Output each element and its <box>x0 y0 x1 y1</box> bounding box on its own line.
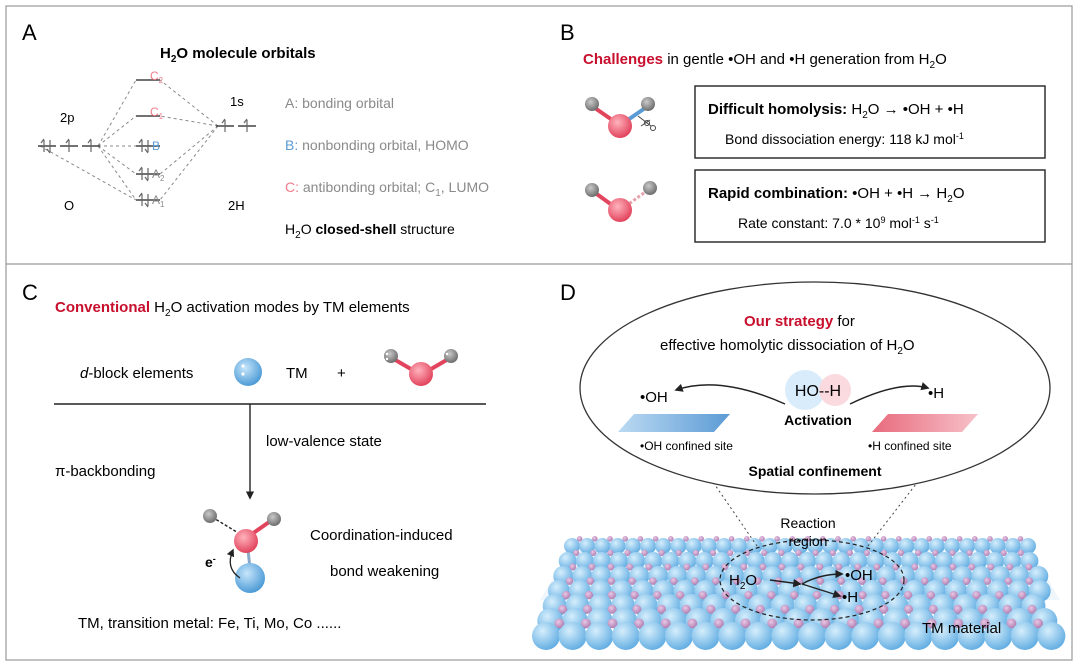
electron-label: e- <box>205 554 216 570</box>
h-radical-label: •H <box>928 385 944 402</box>
oh-site-label: •OH confined site <box>640 439 733 453</box>
oh-confined-site <box>618 414 730 432</box>
panel-c-letter: C <box>22 280 38 305</box>
scissors-icon <box>637 115 656 131</box>
product-oh: •OH <box>845 567 873 584</box>
label-2p: 2p <box>60 110 74 125</box>
title-h: H <box>160 45 171 62</box>
orbital-a2: A2 <box>152 167 165 183</box>
arrow-to-oh-1 <box>769 578 802 588</box>
h2o-reactant: H2O <box>729 572 757 592</box>
ho-halo <box>785 370 825 410</box>
arrow-to-h-site <box>849 382 930 405</box>
tm-material-label: TM material <box>922 620 1001 637</box>
strategy-title: Our strategy for <box>744 313 855 330</box>
panel-a-title: H2O molecule orbitals <box>160 45 316 65</box>
arrow-to-h <box>801 583 842 598</box>
zoom-line-right <box>867 465 931 547</box>
water-molecule-combination <box>585 181 657 222</box>
activation-label: Activation <box>784 412 852 428</box>
homolysis-box <box>694 85 1046 159</box>
spatial-confinement-label: Spatial confinement <box>748 463 881 479</box>
legend-b: B: nonbonding orbital, HOMO <box>285 137 469 153</box>
panel-b: B Challenges in gentle •OH and •H genera… <box>560 20 1046 243</box>
product-h: •H <box>842 589 858 606</box>
panel-a-letter: A <box>22 20 37 45</box>
h-confined-site <box>872 414 978 432</box>
arrow-to-oh-2 <box>801 569 844 585</box>
reaction-label-1: Reaction <box>780 515 835 531</box>
mo-levels <box>136 79 160 208</box>
oh-radical-label: •OH <box>640 389 668 406</box>
orbital-c1: C1 <box>150 105 164 121</box>
panel-d: D Reaction region H2O •OH •H TM material… <box>532 280 1066 650</box>
panel-b-letter: B <box>560 20 575 45</box>
water-molecule-homolysis <box>585 97 656 138</box>
orbital-a1: A1 <box>152 193 165 209</box>
coordination-label-1: Coordination-induced <box>310 527 453 544</box>
label-o: O <box>64 198 74 213</box>
title-sub: 2 <box>171 54 177 65</box>
panel-c: C Conventional H2O activation modes by T… <box>22 280 486 632</box>
label-1s: 1s <box>230 94 244 109</box>
orbital-c2: C2 <box>150 69 164 85</box>
pi-backbonding-label: π-backbonding <box>55 463 155 480</box>
homolysis-equation: Difficult homolysis: H2O → •OH + •H <box>708 101 964 121</box>
panel-b-title: Challenges in gentle •OH and •H generati… <box>583 51 947 71</box>
correlation-lines <box>39 79 219 201</box>
orbital-b: B <box>152 139 160 153</box>
tm-atom <box>234 358 262 386</box>
tm-footer: TM, transition metal: Fe, Ti, Mo, Co ...… <box>78 615 341 632</box>
arrow-to-oh-site <box>674 383 786 405</box>
coordinated-complex <box>203 509 281 593</box>
coordination-label-2: bond weakening <box>330 563 439 580</box>
combination-box <box>694 169 1046 243</box>
combination-equation: Rapid combination: •OH + •H → H2O <box>708 185 965 205</box>
ho-h-bond: HO--H <box>795 383 841 400</box>
reaction-region-ellipse <box>719 539 905 621</box>
panel-c-title: Conventional H2O activation modes by TM … <box>55 299 410 319</box>
d-block-label: d-block elements <box>80 365 193 382</box>
title-post: O molecule orbitals <box>176 45 315 62</box>
legend-c: C: antibonding orbital; C1, LUMO <box>285 179 489 199</box>
tm-label: TM <box>286 365 308 382</box>
label-2h: 2H <box>228 198 245 213</box>
rate-constant: Rate constant: 7.0 * 109 mol-1 s-1 <box>738 215 939 231</box>
reaction-label-2: region <box>789 533 828 549</box>
panel-a: A H2O molecule orbitals 2p O 1s <box>22 20 489 241</box>
water-molecule-c <box>384 349 458 386</box>
legend-a: A: bonding orbital <box>285 95 394 111</box>
panel-d-letter: D <box>560 280 576 305</box>
bond-dissociation-energy: Bond dissociation energy: 118 kJ mol-1 <box>725 131 964 147</box>
h-1s-levels <box>216 118 256 132</box>
h-halo <box>819 374 851 406</box>
figure-frame <box>5 5 1073 661</box>
h-site-label: •H confined site <box>868 439 952 453</box>
low-valence-label: low-valence state <box>266 433 382 450</box>
strategy-subtitle: effective homolytic dissociation of H2O <box>660 337 915 357</box>
o-2p-levels <box>38 138 100 154</box>
plus-sign: + <box>337 365 346 382</box>
closed-shell-text: H2O closed-shell structure <box>285 221 455 241</box>
tm-lattice <box>532 536 1066 650</box>
